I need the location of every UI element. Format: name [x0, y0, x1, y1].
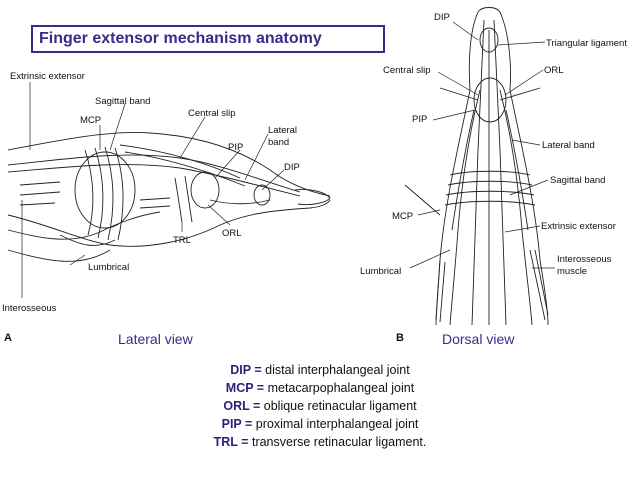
abbreviation-legend: DIP = distal interphalangeal joint MCP =… [170, 361, 470, 451]
legend-row-dip: DIP = distal interphalangeal joint [170, 361, 470, 379]
legend-abbr: MCP = [225, 381, 265, 395]
dorsal-panel-letter: B [396, 332, 404, 344]
dorsal-label-triangular-ligament: Triangular ligament [546, 38, 627, 49]
lateral-label-central-slip: Central slip [188, 108, 236, 119]
legend-text: distal interphalangeal joint [261, 363, 410, 377]
legend-abbr: TRL = [213, 435, 249, 449]
dorsal-label-mcp: MCP [392, 211, 413, 222]
legend-abbr: ORL = [223, 399, 261, 413]
dorsal-label-central-slip: Central slip [383, 65, 431, 76]
legend-text: oblique retinacular ligament [260, 399, 417, 413]
dorsal-label-lumbrical: Lumbrical [360, 266, 401, 277]
lateral-label-interosseous: Interosseous [2, 303, 57, 314]
legend-row-trl: TRL = transverse retinacular ligament. [170, 433, 470, 451]
page-title: Finger extensor mechanism anatomy [31, 25, 385, 53]
legend-row-orl: ORL = oblique retinacular ligament [170, 397, 470, 415]
lateral-label-sagittal-band: Sagittal band [95, 96, 150, 107]
lateral-label-pip: PIP [228, 142, 243, 153]
dorsal-view-caption: Dorsal view [442, 331, 515, 347]
lateral-panel-letter: A [4, 332, 12, 344]
lateral-label-trl: TRL [173, 235, 191, 246]
lateral-label-lateral-band-line2: band [268, 137, 289, 148]
lateral-finger-drawing [7, 132, 331, 262]
legend-row-pip: PIP = proximal interphalangeal joint [170, 415, 470, 433]
dorsal-label-sagittal-band: Sagittal band [550, 175, 605, 186]
legend-text: proximal interphalangeal joint [252, 417, 419, 431]
lateral-label-extrinsic-extensor: Extrinsic extensor [10, 71, 85, 82]
legend-abbr: DIP = [230, 363, 262, 377]
legend-text: transverse retinacular ligament. [248, 435, 427, 449]
lateral-label-mcp: MCP [80, 115, 101, 126]
lateral-view-caption: Lateral view [118, 331, 193, 347]
dorsal-label-interosseous-line2: muscle [557, 266, 587, 277]
lateral-label-orl: ORL [222, 228, 242, 239]
dorsal-label-orl: ORL [544, 65, 564, 76]
dorsal-label-interosseous-line1: Interosseous [557, 254, 612, 265]
dorsal-label-lateral-band: Lateral band [542, 140, 595, 151]
dorsal-label-dip: DIP [434, 12, 450, 23]
dorsal-finger-drawing [404, 7, 549, 326]
dorsal-label-extrinsic-extensor: Extrinsic extensor [541, 221, 616, 232]
lateral-label-lumbrical: Lumbrical [88, 262, 129, 273]
lateral-label-lateral-band-line1: Lateral [268, 125, 297, 136]
legend-text: metacarpophalangeal joint [264, 381, 415, 395]
dorsal-leader-lines [409, 21, 555, 269]
legend-abbr: PIP = [221, 417, 253, 431]
lateral-leader-lines [21, 82, 285, 298]
legend-row-mcp: MCP = metacarpophalangeal joint [170, 379, 470, 397]
lateral-label-dip: DIP [284, 162, 300, 173]
dorsal-label-pip: PIP [412, 114, 427, 125]
